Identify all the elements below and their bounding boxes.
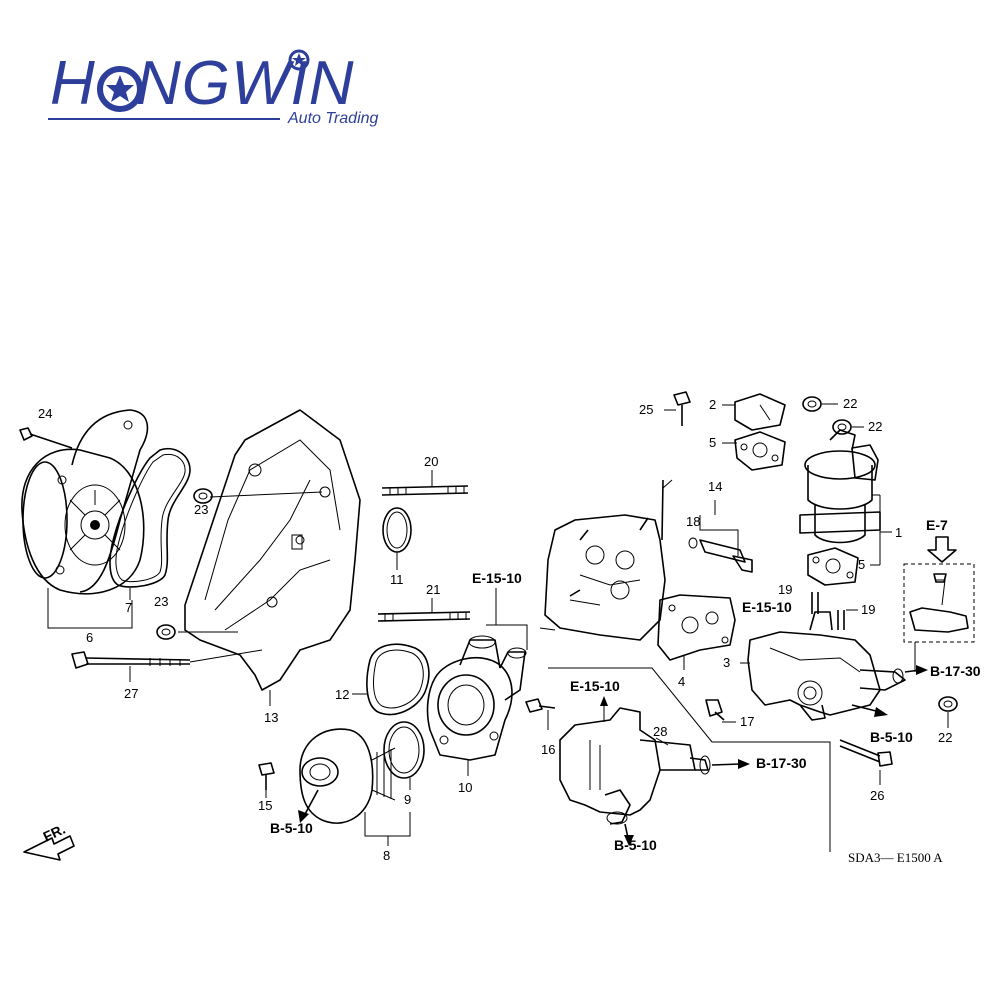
egr-gasket-5-upper	[722, 431, 786, 471]
brand-name-first: H	[50, 49, 96, 118]
part-number: 24	[38, 406, 52, 421]
stud-19-a	[811, 592, 819, 614]
gasket-12	[352, 643, 430, 716]
reference-label: B-5-10	[614, 837, 657, 853]
part-number: 12	[335, 687, 349, 702]
part-number: 1	[895, 525, 902, 540]
pump-gasket	[109, 448, 191, 600]
thermostat-housing	[426, 588, 528, 776]
reference-label: E-15-10	[472, 570, 522, 586]
part-number: 20	[424, 454, 438, 469]
temperature-sensor	[688, 500, 753, 573]
brand-name-rest: NGWIN	[136, 49, 355, 118]
part-number: 4	[678, 674, 685, 689]
reference-label: B-17-30	[930, 663, 981, 679]
front-direction-arrow	[23, 835, 75, 861]
thermostat-cover	[258, 721, 425, 846]
nut-22-b	[832, 419, 864, 435]
part-number: 14	[708, 479, 722, 494]
egr-plate-2	[722, 393, 786, 431]
part-number: 19	[778, 582, 792, 597]
brand-logo: H NGWIN Auto Trading	[48, 48, 408, 138]
egr-valve	[799, 429, 892, 566]
part-number: 23	[194, 502, 208, 517]
part-number: 26	[870, 788, 884, 803]
wheel-star-icon	[97, 66, 143, 112]
part-number: 22	[843, 396, 857, 411]
part-number: 19	[861, 602, 875, 617]
bolt-25	[664, 391, 691, 426]
part-number: 23	[154, 594, 168, 609]
part-number: 17	[740, 714, 754, 729]
bolt-16	[525, 698, 556, 730]
part-number: 15	[258, 798, 272, 813]
part-number: 6	[86, 630, 93, 645]
part-number: 3	[723, 655, 730, 670]
reference-label: E-15-10	[570, 678, 620, 694]
nut-23-top	[193, 488, 213, 504]
brand-subtitle: Auto Trading	[288, 110, 379, 127]
part-number: 2	[709, 397, 716, 412]
water-passage-3	[740, 611, 928, 721]
water-outlet-28	[559, 696, 750, 846]
egr-gasket-5-lower	[807, 547, 859, 586]
brand-underline	[48, 118, 280, 120]
part-number: 8	[383, 848, 390, 863]
stud-20	[381, 470, 469, 496]
reference-label: B-5-10	[270, 820, 313, 836]
part-number: 16	[541, 742, 555, 757]
intake-adapter	[539, 479, 666, 641]
part-number: 21	[426, 582, 440, 597]
part-number: 22	[938, 730, 952, 745]
water-pump-assembly	[19, 409, 149, 629]
part-number: 11	[390, 572, 404, 587]
part-number: 18	[686, 514, 700, 529]
reference-label: B-17-30	[756, 755, 807, 771]
bolt-26	[839, 739, 893, 785]
reference-label: B-5-10	[870, 729, 913, 745]
reference-labels: E-15-10 E-15-10 E-15-10 B-17-30 B-17-30 …	[270, 517, 981, 853]
engine-bracket	[178, 409, 361, 706]
stud-21	[377, 598, 471, 622]
o-ring-11	[382, 507, 412, 570]
part-number: 25	[639, 402, 653, 417]
part-number: 13	[264, 710, 278, 725]
part-number: 22	[868, 419, 882, 434]
front-direction-label: FR.	[41, 821, 68, 845]
part-number: 5	[709, 435, 716, 450]
stud-19-b	[837, 609, 858, 630]
part-number: 7	[125, 600, 132, 615]
long-bolt-27	[71, 649, 263, 682]
part-number: 28	[653, 724, 667, 739]
nut-22-a	[802, 396, 838, 412]
part-number: 9	[404, 792, 411, 807]
part-number-labels: 24 6 7 23 23 27 13 20 11 21 12 10 9 8 15…	[38, 396, 952, 863]
nut-22-c	[938, 696, 958, 728]
leader-lines	[548, 479, 831, 852]
nut-23-bottom	[156, 624, 176, 640]
wheel-dot-icon	[288, 49, 310, 71]
part-number: 27	[124, 686, 138, 701]
reference-label: E-15-10	[742, 599, 792, 615]
e7-inset	[903, 536, 975, 672]
fitting-17	[705, 699, 736, 723]
reference-label: E-7	[926, 517, 948, 533]
gasket-4	[657, 594, 736, 670]
part-number: 5	[858, 557, 865, 572]
diagram-code: SDA3— E1500 A	[848, 850, 943, 865]
part-number: 10	[458, 780, 472, 795]
